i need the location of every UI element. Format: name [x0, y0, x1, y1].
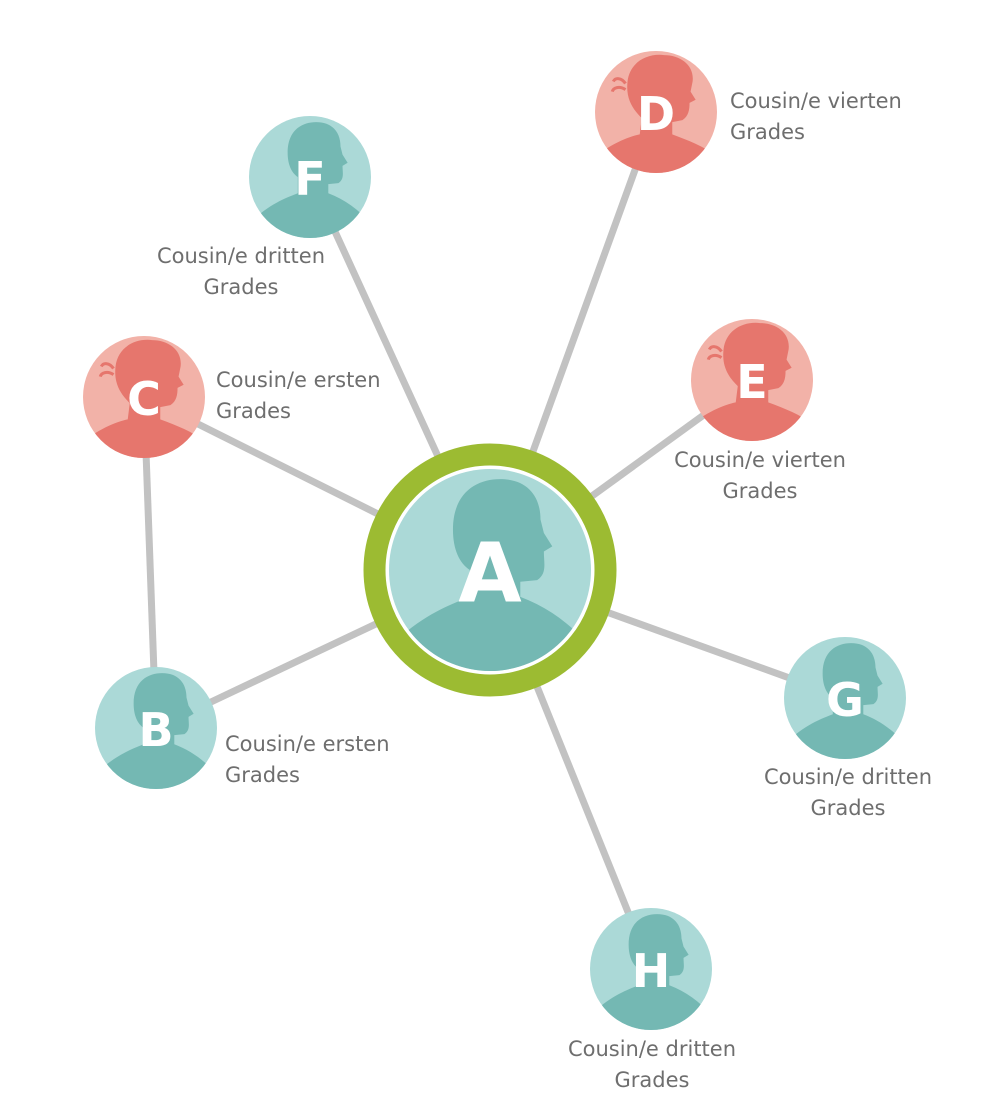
relationship-label-line: Cousin/e ersten — [225, 732, 390, 756]
male-silhouette-icon — [389, 479, 591, 671]
person-letter: D — [637, 87, 675, 141]
person-letter: C — [127, 372, 161, 426]
connection-line-a-e — [586, 410, 708, 502]
person-letter: A — [458, 527, 522, 622]
connection-line-a-h — [532, 681, 633, 918]
connection-line-b-c — [142, 453, 158, 672]
relationship-label-line: Grades — [225, 763, 300, 787]
relationship-label-line: Grades — [204, 275, 279, 299]
connection-line-a-b — [206, 619, 382, 707]
connection-line-a-d — [528, 164, 640, 457]
female-silhouette-icon — [595, 54, 717, 173]
relationship-label-line: Cousin/e ersten — [216, 368, 381, 392]
person-letter: G — [826, 673, 864, 727]
person-node-d: D — [595, 51, 717, 173]
male-silhouette-icon — [95, 673, 217, 789]
relationship-label-line: Cousin/e dritten — [157, 244, 325, 268]
connection-line-a-g — [603, 608, 793, 682]
female-silhouette-icon — [83, 339, 205, 458]
person-letter: E — [736, 355, 767, 409]
center-ring-inner — [385, 465, 595, 675]
person-letter: H — [632, 944, 671, 998]
person-node-g: G — [784, 637, 906, 759]
male-silhouette-icon — [784, 643, 906, 759]
relationship-label-line: Grades — [615, 1068, 690, 1092]
person-node-e: E — [691, 319, 813, 441]
person-nodes: A B C D E F G H — [83, 51, 906, 1030]
relationship-label-line: Grades — [811, 796, 886, 820]
relationship-label-line: Cousin/e vierten — [730, 89, 902, 113]
hair-curl-icon — [610, 77, 627, 93]
hair-curl-icon — [98, 362, 115, 378]
relationship-label-line: Grades — [216, 399, 291, 423]
male-silhouette-icon — [249, 122, 371, 238]
connection-line-a-f — [330, 227, 443, 461]
connection-lines — [142, 164, 793, 918]
person-node-f: F — [249, 116, 371, 238]
connection-line-a-c — [193, 419, 383, 519]
male-silhouette-icon — [590, 914, 712, 1030]
relationship-label-line: Cousin/e dritten — [568, 1037, 736, 1061]
relationship-label-line: Grades — [730, 120, 805, 144]
person-node-h: H — [590, 908, 712, 1030]
person-node-b: B — [95, 667, 217, 789]
hair-curl-icon — [706, 345, 723, 361]
relationship-label-line: Grades — [723, 479, 798, 503]
relationship-label-line: Cousin/e vierten — [674, 448, 846, 472]
relationship-label-line: Cousin/e dritten — [764, 765, 932, 789]
person-node-a: A — [389, 469, 591, 671]
person-letter: F — [294, 152, 325, 206]
female-silhouette-icon — [691, 322, 813, 441]
person-letter: B — [138, 703, 173, 757]
center-ring — [363, 443, 617, 697]
person-node-c: C — [83, 336, 205, 458]
